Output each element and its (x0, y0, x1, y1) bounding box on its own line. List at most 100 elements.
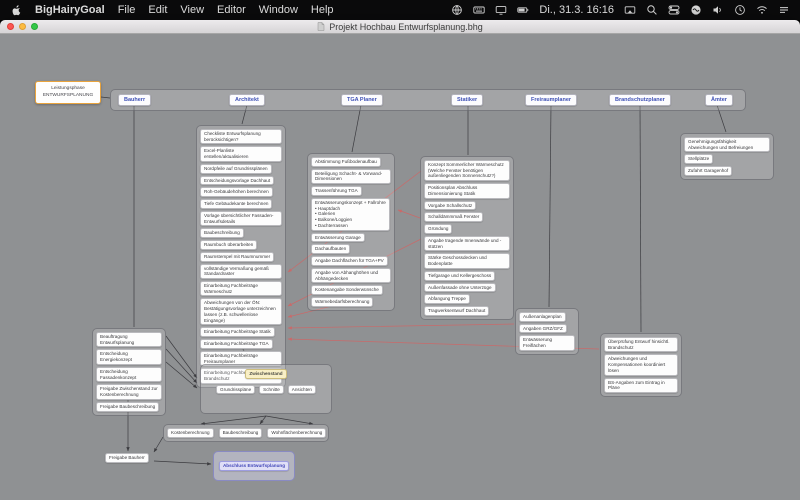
plan-node[interactable]: Ansichten (287, 384, 316, 395)
task-node[interactable]: Tiefe Gebäudekante berechnen (200, 199, 273, 209)
deliverable-node[interactable]: Baubeschreibung (218, 428, 263, 438)
task-node[interactable]: Kostenangabe Sonderwünsche (311, 285, 383, 296)
task-node[interactable]: Roh-Gebäudehöhen berechnen (200, 187, 273, 198)
task-node[interactable]: Entwässerung Garage (311, 232, 365, 243)
zwischenstand-node[interactable]: Zwischenstand (245, 369, 287, 379)
brandschutz-task-list[interactable]: Überprüfung Entwurf hinsichtl. Brandschu… (600, 333, 682, 398)
role-node-aemter[interactable]: Ämter (705, 93, 733, 106)
task-node[interactable]: Tiefgarage und Kellergeschoss (424, 270, 496, 281)
statiker-task-list[interactable]: Konzept Sommerlicher Wärmeschutz (Welche… (420, 156, 514, 320)
role-node-architekt[interactable]: Architekt (229, 93, 265, 106)
architekt-task-list[interactable]: Checkliste Entwurfsplanung berücksichtig… (196, 125, 286, 388)
deliverable-node[interactable]: Kostenberechnung (167, 428, 214, 438)
task-node[interactable]: Einarbeitung Fachbeiträge TGA (200, 339, 273, 349)
task-node[interactable]: Einarbeitung Fachbeiträge Freiraumplaner (200, 350, 282, 367)
zoom-button[interactable] (31, 23, 38, 30)
menu-item[interactable]: Edit (148, 4, 168, 16)
deliverables-group[interactable]: Kostenberechnung Baubeschreibung Wohnfläch… (163, 424, 329, 442)
close-button[interactable] (7, 23, 14, 30)
task-node[interactable]: Nordpfeile auf Grundrissplänen (200, 163, 272, 174)
task-node[interactable]: Stärke Geschossdecken und Bodenplatte (424, 253, 510, 269)
task-node[interactable]: Abweichungen von der ÖN: Bestätigungsvor… (200, 298, 282, 326)
phase-node[interactable]: Leistungsphase ENTWURFSPLANUNG (35, 81, 101, 105)
task-node[interactable]: Außenfassade ohne Unterzüge (424, 282, 496, 293)
task-node[interactable]: Baubeschreibung (200, 228, 244, 239)
task-node[interactable]: Entwässerungskonzept + Fallrohre • Haupt… (311, 197, 390, 231)
task-node[interactable]: Entscheidungsvorlage Dachhaut (200, 175, 275, 186)
plan-node[interactable]: Schnitte (259, 384, 284, 395)
menu-item[interactable]: Window (258, 4, 298, 16)
task-node[interactable]: Abweichungen und Kompensationen koordini… (604, 354, 678, 376)
volume-icon[interactable] (712, 4, 724, 16)
menu-item[interactable]: View (180, 4, 205, 16)
screen-mirroring-icon[interactable] (624, 4, 636, 16)
menu-item[interactable]: Help (310, 4, 334, 16)
task-node[interactable]: Überprüfung Entwurf hinsichtl. Brandschu… (604, 337, 678, 353)
task-node[interactable]: Abfangung Treppe (424, 294, 470, 305)
task-node[interactable]: Tragwerksentwurf Dachhaut (424, 306, 490, 316)
keyboard-icon[interactable] (473, 4, 486, 16)
task-node[interactable]: Beauftragung Entwurfsplanung (96, 332, 162, 348)
task-node[interactable]: Vorgabe Schallschutz (424, 200, 477, 211)
roles-group[interactable]: Bauherr Architekt TGA Planer Statiker Fr… (110, 89, 746, 111)
task-node[interactable]: BS-Angaben zum Eintrag in Pläne (604, 377, 678, 394)
role-node-bauherr[interactable]: Bauherr (118, 93, 152, 106)
task-node[interactable]: Entwässerung Freiflächen (519, 335, 575, 351)
plan-node[interactable]: Grundrisspläne (216, 384, 256, 395)
clock-icon[interactable] (734, 4, 746, 16)
task-node[interactable]: Freigabe Zwischenstand zur Kostenberechn… (96, 384, 162, 400)
mindmap-canvas[interactable]: Leistungsphase ENTWURFSPLANUNG Bauherr A… (0, 34, 800, 500)
task-node[interactable]: Raumstempel mit Raumnummer (200, 251, 275, 262)
task-node[interactable]: Angabe tragende Innenwände und -stützen (424, 235, 510, 252)
task-node[interactable]: Trassenführung TGA (311, 186, 362, 196)
active-app-name[interactable]: BigHairyGoal (35, 4, 105, 16)
role-node-brandschutzplaner[interactable]: Brandschutzplaner (609, 93, 671, 106)
deliverable-node[interactable]: Wohnflächenberechnung (267, 428, 327, 438)
siri-icon[interactable] (690, 4, 702, 16)
task-node[interactable]: Abstimmung Fußbodenaufbau (311, 157, 381, 167)
apple-menu-icon[interactable] (10, 4, 22, 16)
task-node[interactable]: Excel-Planliste erstellen/aktualisieren (200, 146, 282, 162)
task-node[interactable]: Vorlage übersichtlicher Fassaden-Entwurf… (200, 210, 282, 227)
task-node[interactable]: Stellplätze (684, 154, 714, 165)
menu-bar-clock[interactable]: Di., 31.3. 16:16 (539, 4, 614, 16)
task-node[interactable]: Wärmebedarfsberechnung (311, 297, 374, 307)
spotlight-icon[interactable] (646, 4, 658, 16)
task-node[interactable]: Raumbuch überarbeiten (200, 240, 258, 250)
abschluss-node[interactable]: Abschluss Entwurfsplanung (218, 461, 290, 471)
aemter-task-list[interactable]: Genehmigungsfähigkeit Abweichungen und B… (680, 133, 774, 180)
abschluss-group[interactable]: Abschluss Entwurfsplanung (213, 451, 295, 481)
task-node[interactable]: Angabe Dachflächen für TGA+PV (311, 256, 388, 266)
task-node[interactable]: Dachaufbauten (311, 244, 351, 255)
globe-icon[interactable] (451, 4, 463, 16)
task-node[interactable]: Einarbeitung Fachbeiträge Wärmeschutz (200, 281, 282, 297)
task-node[interactable]: Einarbeitung Fachbeiträge Statik (200, 327, 275, 338)
task-node[interactable]: Außenanlagenplan (519, 312, 566, 322)
wifi-icon[interactable] (756, 4, 768, 16)
task-node[interactable]: Genehmigungsfähigkeit Abweichungen und B… (684, 137, 770, 153)
menu-item[interactable]: Editor (217, 4, 246, 16)
task-node[interactable]: Positionsplan Abschluss Dimensionierung … (424, 183, 510, 199)
role-node-statiker[interactable]: Statiker (451, 93, 484, 106)
minimize-button[interactable] (19, 23, 26, 30)
task-node[interactable]: Angabe von Abhanghöhen und Abhängedecken (311, 267, 391, 284)
task-node[interactable]: Angaben GRZ/GFZ (519, 323, 567, 334)
battery-icon[interactable] (517, 4, 529, 16)
task-node[interactable]: Konzept Sommerlicher Wärmeschutz (Welche… (424, 160, 510, 182)
task-node[interactable]: Zufahrt Garagenhof (684, 166, 733, 176)
task-node[interactable]: Beteiligung Schacht- & Vorwand-Dimension… (311, 168, 391, 185)
task-node[interactable]: Entscheidung Energiekonzept (96, 349, 162, 365)
task-node[interactable]: Gründung (424, 224, 453, 234)
freigabe-bauherr-node[interactable]: Freigabe Bauherr (105, 453, 149, 463)
display-icon[interactable] (495, 4, 507, 16)
task-node[interactable]: vollständige Vermaßung gemäß Standardras… (200, 263, 282, 280)
control-center-icon[interactable] (668, 4, 680, 16)
task-node[interactable]: Checkliste Entwurfsplanung berücksichtig… (200, 129, 282, 145)
task-node[interactable]: Entscheidung Fassadenkonzept (96, 366, 162, 383)
notification-center-icon[interactable] (778, 4, 790, 16)
task-node[interactable]: Schalldämmmaß Fenster (424, 212, 484, 223)
